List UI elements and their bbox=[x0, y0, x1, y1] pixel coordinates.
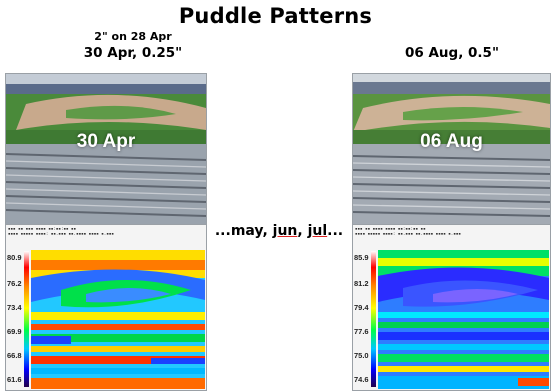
colorbar-tick: 79.4 bbox=[354, 303, 369, 312]
stadium-photo-illustration bbox=[6, 74, 206, 224]
caption-separator: , bbox=[297, 223, 308, 239]
left-stadium-photo: 30 Apr bbox=[5, 73, 207, 225]
heatmap-illustration bbox=[378, 250, 549, 389]
caption-prefix: ... bbox=[214, 223, 231, 239]
caption-may: may, bbox=[230, 223, 273, 239]
right-stadium-photo: 06 Aug bbox=[352, 73, 551, 225]
caption-jun: jun bbox=[272, 223, 298, 239]
left-photo-label: 30 Apr bbox=[76, 131, 136, 152]
stadium-photo-illustration bbox=[353, 74, 550, 224]
colorbar-tick: 77.6 bbox=[354, 327, 369, 336]
right-colorbar-ticks: 85.9 81.2 79.4 77.6 75.0 74.6 bbox=[353, 249, 371, 389]
colorbar-tick: 61.6 bbox=[7, 375, 22, 384]
left-thermal-image: ▪▪▪ ▪▪ ▪▪▪ ▪▪▪▪ ▪▪:▪▪:▪▪ ▪▪ ▪▪▪▪ ▪▪▪▪▪ ▪… bbox=[5, 224, 207, 391]
right-date-note: 06 Aug, 0.5" bbox=[405, 45, 499, 61]
thermal-colorbar bbox=[371, 251, 376, 387]
colorbar-tick: 66.8 bbox=[7, 351, 22, 360]
right-heatmap bbox=[378, 250, 549, 389]
colorbar-tick: 80.9 bbox=[7, 253, 22, 262]
right-photo-label: 06 Aug bbox=[420, 131, 483, 152]
caption-jul: jul bbox=[307, 223, 328, 239]
colorbar-tick: 85.9 bbox=[354, 253, 369, 262]
colorbar-tick: 69.9 bbox=[7, 327, 22, 336]
left-colorbar-ticks: 80.9 76.2 73.4 69.9 66.8 61.6 bbox=[6, 249, 24, 389]
right-thermal-image: ▪▪▪ ▪▪ ▪▪▪▪ ▪▪▪▪ ▪▪:▪▪:▪▪ ▪▪ ▪▪▪▪ ▪▪▪▪▪ … bbox=[352, 224, 551, 391]
colorbar-tick: 76.2 bbox=[7, 279, 22, 288]
thermal-header-text: ▪▪▪ ▪▪ ▪▪▪ ▪▪▪▪ ▪▪:▪▪:▪▪ ▪▪ ▪▪▪▪ ▪▪▪▪▪ ▪… bbox=[8, 226, 114, 236]
colorbar-tick: 74.6 bbox=[354, 375, 369, 384]
thermal-header-text: ▪▪▪ ▪▪ ▪▪▪▪ ▪▪▪▪ ▪▪:▪▪:▪▪ ▪▪ ▪▪▪▪ ▪▪▪▪▪ … bbox=[355, 226, 461, 236]
thermal-colorbar bbox=[24, 251, 29, 387]
page-title: Puddle Patterns bbox=[178, 4, 373, 28]
colorbar-tick: 75.0 bbox=[354, 351, 369, 360]
left-date-note: 30 Apr, 0.25" bbox=[83, 45, 183, 61]
colorbar-tick: 73.4 bbox=[7, 303, 22, 312]
left-heatmap bbox=[31, 250, 205, 389]
colorbar-tick: 81.2 bbox=[354, 279, 369, 288]
caption-suffix: ... bbox=[327, 223, 344, 239]
heatmap-illustration bbox=[31, 250, 205, 389]
months-caption: ...may, jun, jul... bbox=[207, 223, 351, 239]
left-rain-note: 2" on 28 Apr bbox=[94, 30, 172, 43]
